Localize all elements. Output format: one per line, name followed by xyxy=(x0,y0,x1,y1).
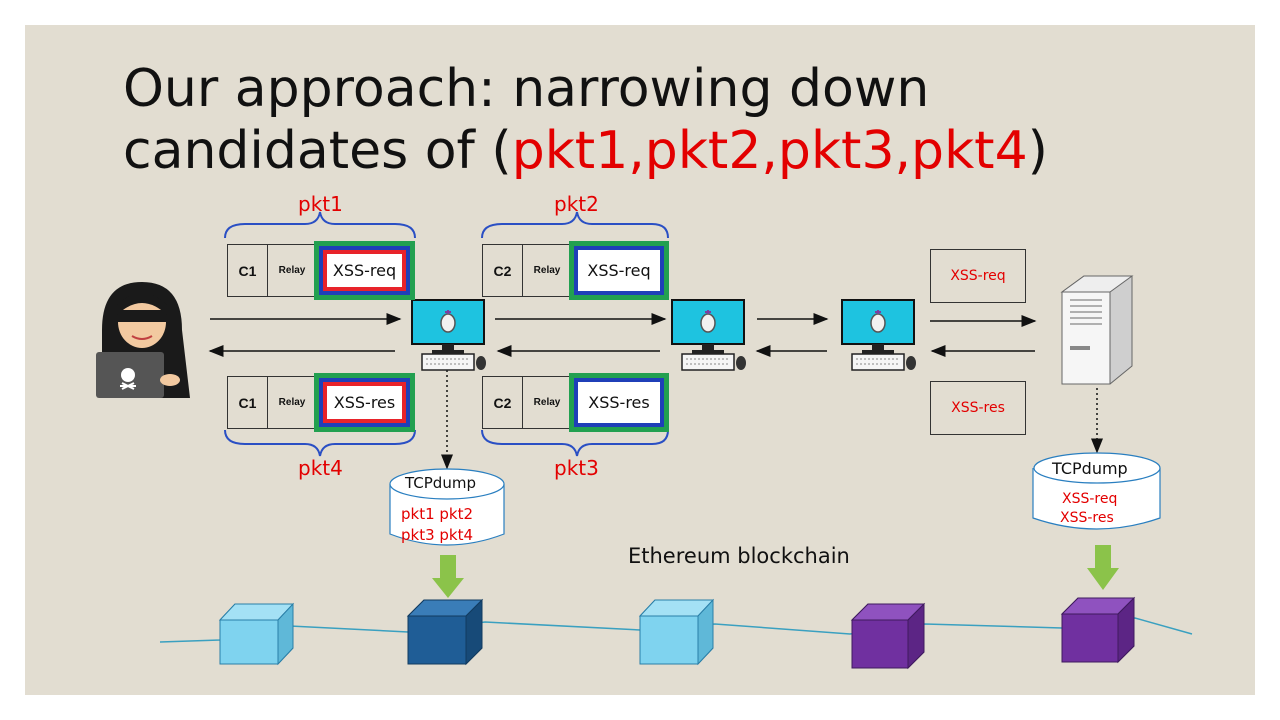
pkt4-circuit-id: C1 xyxy=(227,376,268,429)
pkt2-payload: XSS-req xyxy=(574,246,664,295)
pkt3-relay: Relay xyxy=(522,376,572,429)
pkt1-circuit-id: C1 xyxy=(227,244,268,297)
block-icon-2 xyxy=(406,598,484,666)
server-response-box: XSS-res xyxy=(930,381,1026,435)
tor-computer-icon-1 xyxy=(411,299,486,371)
block-icon-3 xyxy=(638,598,715,666)
pkt3-circuit-id: C2 xyxy=(482,376,523,429)
slide-background xyxy=(25,25,1255,695)
slide-title: Our approach: narrowing down candidates … xyxy=(123,58,1048,182)
pkt3-brace xyxy=(481,429,669,457)
block-icon-4 xyxy=(850,602,926,670)
hacker-icon xyxy=(96,282,190,398)
database-icon-right xyxy=(1032,452,1161,530)
blockchain-label: Ethereum blockchain xyxy=(628,544,850,568)
title-highlight: pkt1,pkt2,pkt3,pkt4 xyxy=(511,121,1028,181)
green-arrow-left xyxy=(432,555,464,598)
pkt4-brace xyxy=(224,429,416,457)
pkt2-circuit-id: C2 xyxy=(482,244,523,297)
pkt2-label: pkt2 xyxy=(554,192,599,216)
title-line-2-prefix: candidates of ( xyxy=(123,121,512,181)
pkt3-label: pkt3 xyxy=(554,456,599,480)
pkt4-label: pkt4 xyxy=(298,456,343,480)
server-request-box: XSS-req xyxy=(930,249,1026,303)
tcpdump-left-line2: pkt3 pkt4 xyxy=(401,526,474,544)
pkt4-payload: XSS-res xyxy=(323,382,406,423)
title-line-2: candidates of (pkt1,pkt2,pkt3,pkt4) xyxy=(123,120,1048,182)
green-arrow-right xyxy=(1087,545,1119,590)
title-line-1: Our approach: narrowing down xyxy=(123,59,930,119)
tcpdump-right-line2: XSS-res xyxy=(1060,510,1114,526)
tcpdump-right-title: TCPdump xyxy=(1052,459,1128,478)
block-icon-5 xyxy=(1060,596,1136,664)
pkt2-relay: Relay xyxy=(522,244,572,297)
database-icon-left xyxy=(389,468,505,546)
pkt2-brace xyxy=(481,211,669,239)
block-icon-1 xyxy=(218,602,295,666)
tcpdump-right-line1: XSS-req xyxy=(1062,491,1118,507)
pkt4-relay: Relay xyxy=(267,376,317,429)
pkt1-brace xyxy=(224,211,416,239)
pkt1-payload: XSS-req xyxy=(323,250,406,291)
tcpdump-left-title: TCPdump xyxy=(405,474,476,492)
pkt1-label: pkt1 xyxy=(298,192,343,216)
pkt1-relay: Relay xyxy=(267,244,317,297)
title-line-2-suffix: ) xyxy=(1027,121,1048,181)
tor-computer-icon-2 xyxy=(671,299,746,371)
tcpdump-left-line1: pkt1 pkt2 xyxy=(401,505,474,523)
tor-computer-icon-3 xyxy=(841,299,916,371)
pkt3-payload: XSS-res xyxy=(574,378,664,427)
server-icon xyxy=(1060,275,1134,385)
